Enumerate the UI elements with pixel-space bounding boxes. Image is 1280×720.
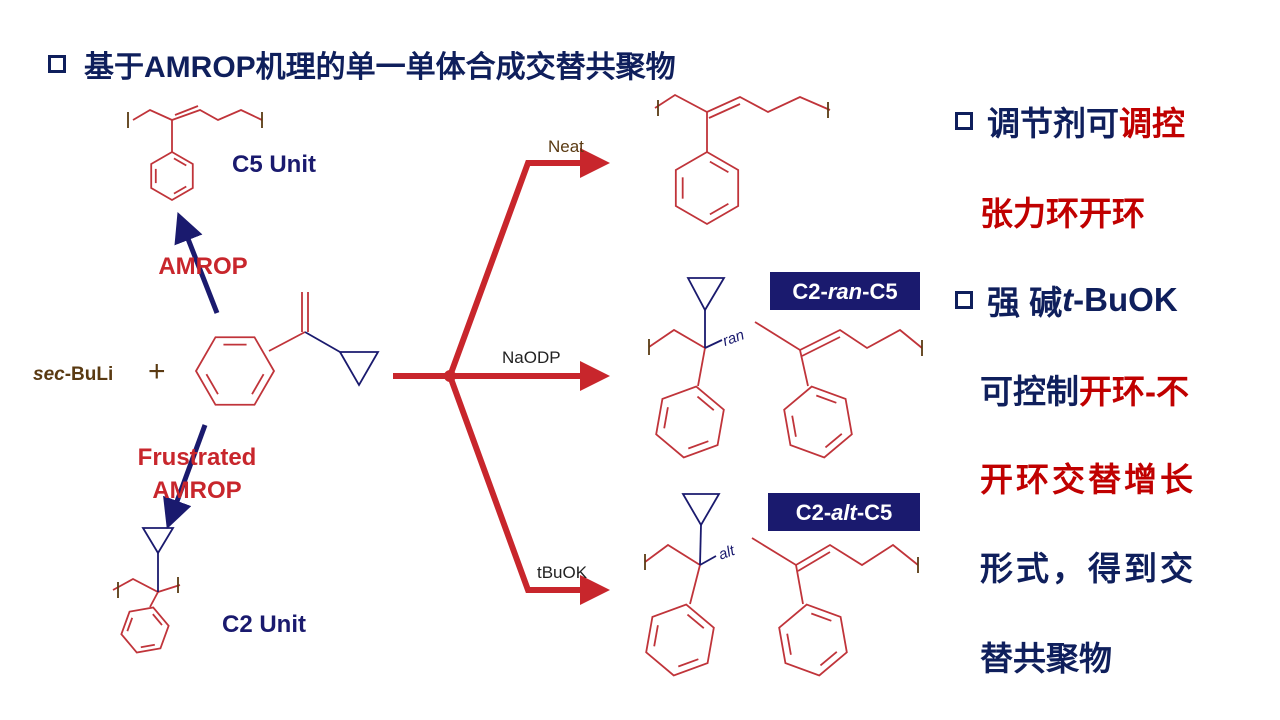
cyclopropyl-groups: [141, 277, 726, 592]
amrop-label: AMROP: [158, 253, 247, 280]
benzene-ring: [783, 385, 853, 459]
double-bond: [251, 373, 265, 395]
checkbox-bullet-icon: [48, 55, 66, 73]
bullet-strong-base: 强 碱 t-BuOK: [955, 276, 1178, 324]
checkbox-bullet-icon: [955, 112, 973, 130]
text-line: 可控制开环-不: [980, 373, 1189, 410]
double-bond: [824, 433, 843, 449]
benzene-ring: [150, 150, 194, 202]
amrop-arrow: [174, 212, 220, 314]
double-bond: [696, 395, 715, 411]
checkbox-bullet-icon: [955, 291, 973, 309]
double-bond: [686, 613, 705, 629]
initiator-label: sec-BuLi: [33, 364, 113, 385]
ran-copolymer-label: C2-ran-C5: [792, 279, 897, 304]
text-line: 开环交替增长: [980, 461, 1196, 498]
double-bond: [687, 440, 709, 450]
benzene-ring: [778, 603, 848, 677]
double-bond: [786, 633, 792, 655]
branching-reaction-arrows: [393, 148, 610, 605]
ran-link-label: ran: [720, 326, 746, 349]
double-bond: [791, 415, 797, 437]
double-bond: [709, 160, 729, 174]
bullet-regulator: 调节剂可调控: [955, 97, 1185, 145]
branch-point-dot: [444, 370, 456, 382]
text-line: 形式，得到交: [980, 550, 1196, 587]
alt-link-label: alt: [716, 542, 737, 564]
double-bond: [819, 651, 838, 667]
condition-neat: Neat: [548, 137, 584, 156]
initiator-suffix: -BuLi: [65, 364, 114, 385]
c5-unit-label: C5 Unit: [232, 151, 316, 178]
double-bond: [140, 643, 155, 649]
structure-bonds: [112, 93, 923, 608]
frustrated-label: Frustrated: [138, 444, 257, 471]
condition-tbuok: tBuOK: [537, 563, 588, 582]
benzene-ring: [194, 336, 276, 406]
double-bond: [815, 394, 837, 404]
text-line: 替共聚物: [980, 640, 1112, 677]
plus-sign: +: [148, 355, 166, 388]
double-bond: [205, 373, 219, 395]
title-text: 基于AMROP机理的单一单体合成交替共聚物: [84, 51, 676, 84]
double-bond: [709, 202, 729, 216]
benzene-ring: [120, 606, 170, 654]
benzene-ring: [674, 150, 740, 226]
double-bond: [653, 625, 659, 647]
double-bond: [173, 185, 187, 195]
end-cap-ticks: [117, 100, 923, 598]
initiator-prefix: sec: [33, 364, 65, 385]
alt-copolymer-label: C2-alt-C5: [796, 500, 893, 525]
double-bond: [126, 617, 134, 632]
phenyl-rings: [120, 150, 853, 677]
ran-copolymer-badge: [770, 272, 920, 310]
double-bond: [152, 613, 163, 626]
slide-title: 基于AMROP机理的单一单体合成交替共聚物: [48, 42, 676, 86]
frustrated-amrop-label: AMROP: [152, 477, 241, 504]
double-bond: [663, 407, 669, 429]
double-bond: [677, 658, 699, 668]
benzene-ring: [645, 603, 715, 677]
text-line: 张力环开环: [980, 195, 1145, 232]
frustrated-amrop-arrow: [163, 424, 208, 530]
c2-unit-label: C2 Unit: [222, 611, 306, 638]
double-bond: [810, 612, 832, 622]
condition-naodp: NaODP: [502, 348, 561, 367]
benzene-ring: [655, 385, 725, 459]
double-bond: [173, 157, 187, 167]
alt-copolymer-badge: [768, 493, 920, 531]
